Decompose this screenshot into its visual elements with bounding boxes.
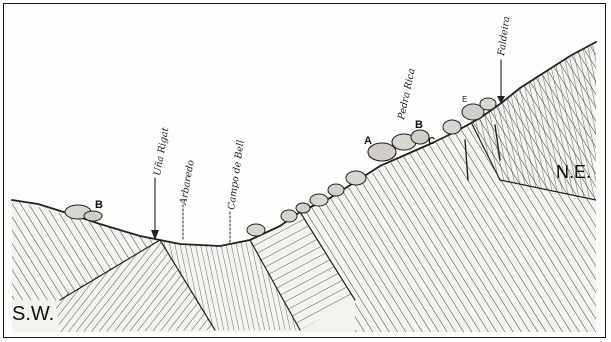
place-label-campo-de-bell: Campo de Bell	[226, 139, 247, 210]
place-label-una-rigat: Uña Rigat	[152, 127, 171, 177]
marker-una-rigat	[151, 178, 159, 240]
block-label-e: E	[462, 95, 467, 104]
block-label-b-mid: B	[415, 119, 423, 131]
place-label-faldeira: Faldeira	[496, 15, 513, 57]
sw-orientation-label: S.W.	[12, 303, 54, 325]
marker-faldeira	[497, 60, 505, 104]
place-label-pedra-rica: Pedra Rica	[396, 67, 418, 122]
block-label-b-left: B	[95, 199, 103, 211]
place-label-arbaredo: Arbaredo	[178, 159, 197, 207]
ne-orientation-label: N.E.	[556, 162, 591, 182]
block-label-a: A	[364, 135, 372, 147]
bedrock-strata	[12, 40, 596, 332]
block-label-c: C	[428, 136, 435, 147]
